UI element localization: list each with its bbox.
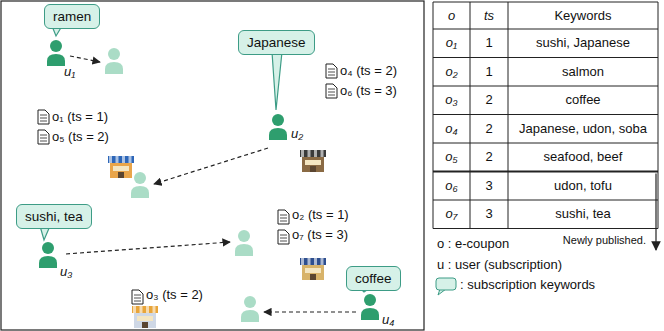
table-cell: udon, tofu (554, 178, 612, 194)
newly-published-arrow (655, 174, 656, 251)
table-cell: Keywords (554, 8, 611, 24)
keyword-bubble: coffee (346, 266, 401, 291)
table-cell: seafood, beef (544, 149, 623, 165)
coupon-label: o₅ (ts = 2) (52, 129, 109, 145)
legend-entry: u : user (subscription) (437, 257, 562, 273)
table-cell: o₅ (445, 149, 457, 165)
user-moved-icon (241, 296, 259, 322)
user-icon (361, 294, 379, 320)
user-icon (269, 114, 287, 140)
move-arrow (154, 148, 268, 184)
table-cell: coffee (565, 92, 600, 108)
move-arrow (66, 242, 230, 254)
coupon-icon (132, 290, 143, 304)
user-icon (47, 40, 65, 66)
user-label: u₂ (291, 126, 303, 142)
shop-icon (300, 150, 326, 172)
table-cell: o₆ (445, 178, 457, 194)
user-moved-icon (235, 230, 253, 256)
note: Newly published. (563, 232, 646, 248)
table-cell: 3 (485, 206, 492, 222)
shop-icon (132, 306, 158, 328)
coupon-table (433, 2, 658, 229)
legend-entry: o : e-coupon (437, 236, 509, 252)
table-cell: 3 (485, 178, 492, 194)
coupon-label: o₆ (ts = 3) (340, 83, 397, 99)
coupon-icon (278, 210, 289, 224)
table-cell: sushi, Japanese (536, 35, 630, 51)
table-cell: o₄ (445, 121, 457, 137)
shop-icon (300, 258, 326, 280)
coupon-icon (278, 230, 289, 244)
keyword-bubble: Japanese (238, 30, 315, 55)
subscription-keywords: ramen (53, 9, 91, 24)
table-cell: sushi, tea (555, 206, 611, 222)
table-cell: o (448, 8, 455, 24)
table-cell: 2 (485, 121, 492, 137)
subscription-keywords: coffee (355, 271, 392, 286)
coupon-label: o₁ (ts = 1) (52, 109, 108, 125)
user-label: u₃ (60, 264, 72, 280)
subscription-keywords: sushi, tea (25, 209, 83, 224)
coupon-label: o₇ (ts = 3) (292, 227, 348, 243)
table-cell: 2 (485, 92, 492, 108)
table-cell: 2 (485, 149, 492, 165)
keyword-bubble: sushi, tea (16, 204, 92, 229)
table-cell: o₁ (446, 35, 457, 51)
map-frame (1, 1, 424, 330)
coupon-label: o₃ (ts = 2) (146, 287, 203, 303)
bubble-tail (272, 52, 282, 110)
coupon-icon (38, 130, 49, 144)
coupon-label: o₂ (ts = 1) (292, 207, 349, 223)
coupon-icon (326, 84, 337, 98)
table-cell: o₂ (445, 64, 457, 80)
coupon-icon (326, 64, 337, 78)
keyword-bubble: ramen (44, 4, 100, 29)
legend-bubble-icon (436, 278, 456, 295)
user-label: u₄ (382, 312, 394, 328)
move-arrow (264, 311, 356, 312)
move-arrow (70, 56, 100, 62)
legend-entry: : subscription keywords (460, 277, 595, 293)
table-cell: Japanese, udon, soba (519, 121, 647, 137)
user-moved-icon (131, 172, 149, 198)
table-cell: 1 (485, 64, 492, 80)
table-cell: salmon (562, 64, 604, 80)
user-moved-icon (105, 48, 123, 74)
table-cell: ts (484, 8, 494, 24)
subscription-keywords: Japanese (247, 35, 306, 50)
table-cell: o₇ (446, 206, 458, 222)
table-cell: 1 (485, 35, 492, 51)
table-cell: o₃ (445, 92, 457, 108)
coupon-icon (38, 110, 49, 124)
shop-icon (108, 156, 134, 178)
coupon-label: o₄ (ts = 2) (340, 63, 397, 79)
user-icon (39, 242, 57, 268)
user-label: u₁ (64, 64, 75, 80)
